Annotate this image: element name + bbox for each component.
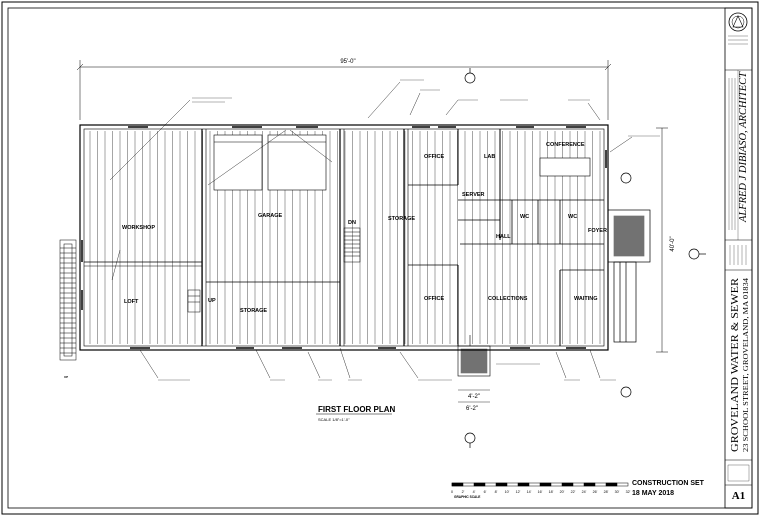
scale-tick-label: 24' xyxy=(582,490,587,494)
exterior-stair xyxy=(59,239,77,361)
architect-name: ALFRED J DIBIASO, ARCHITECT xyxy=(737,71,749,223)
scale-tick-label: 4' xyxy=(473,490,476,494)
plan-title: FIRST FLOOR PLAN xyxy=(318,405,396,414)
project-name: GROVELAND WATER & SEWER xyxy=(729,277,741,452)
room-server: SERVER xyxy=(462,192,485,198)
exterior-up-label: UP xyxy=(64,375,68,379)
interior-stair xyxy=(187,227,361,313)
chimney-masonry xyxy=(607,209,651,343)
scale-tick-label: 14' xyxy=(527,490,532,494)
room-office-upper: OFFICE xyxy=(424,154,444,160)
room-wc-2: WC xyxy=(568,214,577,220)
scale-tick-label: 10' xyxy=(505,490,510,494)
room-conference: CONFERENCE xyxy=(546,142,585,148)
graphic-scale: 0 2' 4' 6' 8' 10' 12' 14' 16' 18' 20' 22' 24' 26' 28' 3… xyxy=(451,482,631,499)
room-garage: GARAGE xyxy=(258,213,282,219)
overall-dimension xyxy=(76,60,612,120)
room-lab: LAB xyxy=(484,154,495,160)
scale-tick-label: 8' xyxy=(495,490,498,494)
stair-up-label: UP xyxy=(208,298,216,304)
scale-tick-label: 6' xyxy=(484,490,487,494)
inner-border xyxy=(7,7,753,509)
overall-dimension-label: 95'-0" xyxy=(340,59,355,65)
scale-tick-label: 28' xyxy=(604,490,609,494)
section-marker-bottom-icon xyxy=(464,432,476,444)
side-dimension xyxy=(656,127,668,353)
floor-hatch xyxy=(89,131,601,344)
architect-logo-icon xyxy=(728,12,748,32)
scale-tick-label: 32' xyxy=(626,490,631,494)
porch-dim-b: 6'-2" xyxy=(466,406,478,412)
graphic-scale-label: GRAPHIC SCALE xyxy=(454,495,480,499)
section-marker-right-top-icon xyxy=(620,172,632,184)
room-loft: LOFT xyxy=(124,299,139,305)
conference-table xyxy=(539,157,591,177)
section-markers xyxy=(464,68,706,448)
room-workshop: WORKSHOP xyxy=(122,225,155,231)
room-waiting: WAITING xyxy=(574,296,598,302)
scale-tick-label: 2' xyxy=(462,490,465,494)
leader-lines xyxy=(109,81,633,379)
section-marker-right-bottom-icon xyxy=(620,386,632,398)
interior-walls xyxy=(84,129,604,346)
room-collections: COLLECTIONS xyxy=(488,296,528,302)
section-marker-top-icon xyxy=(464,72,476,84)
scale-tick-label: 20' xyxy=(560,490,565,494)
scale-tick-label: 16' xyxy=(538,490,543,494)
scale-tick-label: 18' xyxy=(549,490,554,494)
leader-notes xyxy=(158,79,660,381)
brick-stoop xyxy=(457,335,491,377)
sheet-number: A1 xyxy=(732,490,745,502)
scale-tick-label: 26' xyxy=(593,490,598,494)
room-foyer: FOYER xyxy=(588,228,607,234)
issue-date: 18 MAY 2018 xyxy=(632,490,674,497)
room-storage-lower: STORAGE xyxy=(240,308,267,314)
stair-dn-label: DN xyxy=(348,220,356,226)
room-office-lower: OFFICE xyxy=(424,296,444,302)
plan-scale: SCALE 1/8"=1'-0" xyxy=(318,417,350,422)
room-hall: HALL xyxy=(496,234,511,240)
scale-tick-label: 0 xyxy=(451,490,453,494)
windows xyxy=(81,126,607,349)
room-labels: WORKSHOP LOFT GARAGE STORAGE UP DN STORA… xyxy=(122,142,607,314)
scale-tick-label: 30' xyxy=(615,490,620,494)
garage-doors xyxy=(213,134,327,191)
section-marker-far-right-icon xyxy=(688,248,700,260)
project-address: 23 SCHOOL STREET, GROVELAND, MA 01834 xyxy=(742,277,750,452)
room-wc-1: WC xyxy=(520,214,529,220)
scale-tick-label: 12' xyxy=(516,490,521,494)
side-dimension-label: 40'-0" xyxy=(670,236,676,251)
title-block: ALFRED J DIBIASO, ARCHITECT GROVELAND WA… xyxy=(724,7,753,509)
porch-dim-a: 4'-2" xyxy=(468,394,480,400)
scale-tick-label: 22' xyxy=(571,490,576,494)
issue-status: CONSTRUCTION SET xyxy=(632,480,705,487)
room-storage-main: STORAGE xyxy=(388,216,415,222)
porch-dimensions xyxy=(458,389,490,403)
